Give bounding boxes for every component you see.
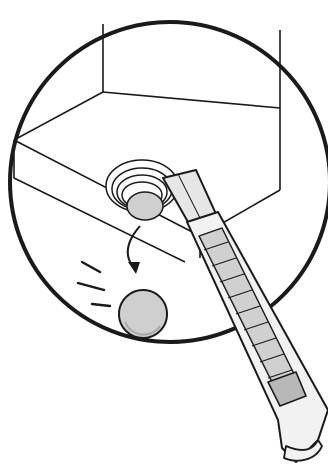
utility-knife-icon [163,170,328,462]
curved-arrow-icon [128,226,140,274]
motion-lines [78,262,110,306]
rubber-grommet [106,160,178,220]
removed-plug [119,290,167,338]
panel-box [14,24,280,262]
panel-top-face [14,92,280,140]
grommet-plug [127,192,163,220]
